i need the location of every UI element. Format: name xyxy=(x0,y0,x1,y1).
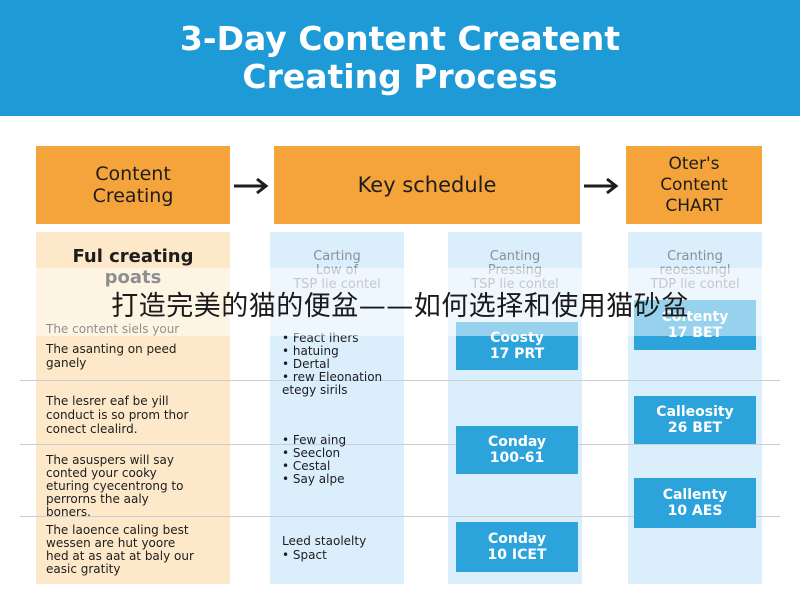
col1-row4-line: The laoence caling best xyxy=(46,523,189,537)
col1-row2-line: conduct is so prom thor xyxy=(46,408,189,422)
box-content-creating: Content Creating xyxy=(36,146,230,224)
col2-list2-item: • Say alpe xyxy=(282,472,345,486)
col1-row2-line: conect clealird. xyxy=(46,422,138,436)
box3-line1: Oter's xyxy=(668,153,720,174)
col4-stat-box-1: Calleosity 26 BET xyxy=(634,396,756,444)
col2-list1-item: • rew Eleonation xyxy=(282,370,383,384)
col4-stat-box-2: Callenty 10 AES xyxy=(634,478,756,528)
col2-list3: Leed staolelty • Spact xyxy=(282,534,366,562)
col2-list3-item: • Spact xyxy=(282,548,327,562)
box3-line3: CHART xyxy=(665,195,723,216)
col1-title-line1: Ful creating xyxy=(72,246,194,267)
col2-head-line: Carting xyxy=(313,249,361,264)
col1-row2: The lesrer eaf be yill conduct is so pro… xyxy=(46,394,188,436)
col1-row2-line: The lesrer eaf be yill xyxy=(46,394,169,408)
col1-row3-line: The asuspers will say xyxy=(46,453,174,467)
row-divider xyxy=(20,380,780,381)
col2-list1: • Feact lhers • hatuing • Dertal • rew E… xyxy=(282,332,382,397)
col2-list1-item: etegy sirils xyxy=(282,383,348,397)
col2-list2-item: • Seeclon xyxy=(282,446,341,460)
col1-row1-line: ganely xyxy=(46,356,87,370)
header-banner: 3-Day Content Creatent Creating Process xyxy=(0,0,800,116)
col2-list2-item: • Few aing xyxy=(282,433,347,447)
col3-box3-line: Conday xyxy=(487,531,547,547)
col3-box2-line: 100-61 xyxy=(489,450,545,466)
col4-box1-line: Calleosity xyxy=(656,404,734,420)
col1-row3-line: perrorns the aaly xyxy=(46,492,149,506)
caption-overlay-band xyxy=(0,268,800,336)
row-divider xyxy=(20,516,780,517)
box-key-schedule: Key schedule xyxy=(274,146,580,224)
col3-box3-line: 10 ICET xyxy=(487,547,547,563)
box1-line2: Creating xyxy=(92,185,174,207)
col2-list1-item: • hatuing xyxy=(282,344,339,358)
col3-stat-box-3: Conday 10 ICET xyxy=(456,522,578,572)
col3-box2-line: Conday xyxy=(487,434,547,450)
col3-box1-line: 17 PRT xyxy=(489,346,545,362)
arrow-right-icon xyxy=(584,177,619,195)
title-line-2: Creating Process xyxy=(242,57,558,96)
box1-line1: Content xyxy=(95,163,171,185)
col4-box2-line: 10 AES xyxy=(667,503,723,519)
col1-row3-line: eturing cyecentrong to xyxy=(46,479,184,493)
col3-stat-box-2: Conday 100-61 xyxy=(456,426,578,474)
col2-list2-item: • Cestal xyxy=(282,459,331,473)
col2-list2: • Few aing • Seeclon • Cestal • Say alpe xyxy=(282,434,346,486)
box2-label: Key schedule xyxy=(357,173,497,197)
col2-list3-item: Leed staolelty xyxy=(282,534,367,548)
col2-list1-item: • Dertal xyxy=(282,357,330,371)
box-others-content-chart: Oter's Content CHART xyxy=(626,146,762,224)
caption-overlay-text: 打造完美的猫的便盆——如何选择和使用猫砂盆 xyxy=(111,291,689,322)
col1-row1: The asanting on peed ganely xyxy=(46,342,177,370)
col1-row4: The laoence caling best wessen are hut y… xyxy=(46,524,194,576)
col1-row4-line: hed at as aat at baly our xyxy=(46,549,194,563)
col1-row3: The asuspers will say conted your cooky … xyxy=(46,454,183,519)
row-divider xyxy=(20,444,780,445)
arrow-right-icon xyxy=(234,177,269,195)
col4-box1-line: 26 BET xyxy=(667,420,723,436)
col1-row3-line: conted your cooky xyxy=(46,466,157,480)
col3-head-line: Canting xyxy=(489,249,541,264)
col1-row3-line: boners. xyxy=(46,505,91,519)
col1-row4-line: wessen are hut yoore xyxy=(46,536,176,550)
col1-row4-line: easic gratity xyxy=(46,562,121,576)
col4-head-line: Cranting xyxy=(667,249,723,264)
box3-line2: Content xyxy=(660,174,728,195)
col1-row1-line: The asanting on peed xyxy=(46,342,177,356)
title-line-1: 3-Day Content Creatent xyxy=(179,19,621,58)
col4-box2-line: Callenty xyxy=(662,487,728,503)
